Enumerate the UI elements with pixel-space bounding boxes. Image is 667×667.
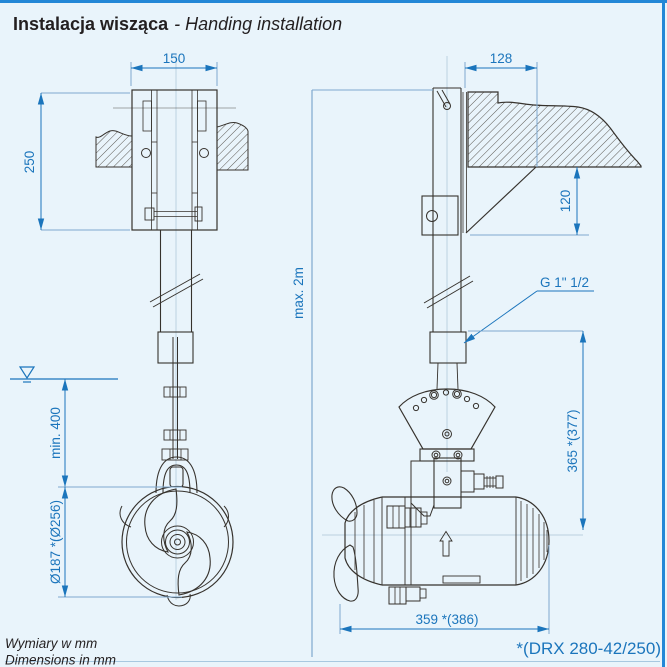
dim-text-min-400: min. 400 bbox=[48, 407, 63, 459]
propeller-hub bbox=[161, 525, 194, 559]
wall-brace bbox=[465, 166, 537, 234]
page-title-product: Instalacja wisząca bbox=[13, 14, 169, 34]
dim-text-359: 359 *(386) bbox=[415, 612, 478, 627]
side-wall-section bbox=[467, 91, 642, 168]
bracket-hole bbox=[420, 396, 428, 404]
motor-fin bbox=[223, 505, 229, 528]
bracket-bolt-hole bbox=[199, 148, 209, 158]
variant-note: *(DRX 280-42/250) bbox=[516, 639, 661, 658]
propeller-blade bbox=[144, 488, 178, 553]
rail-block bbox=[421, 195, 459, 236]
rail-hook bbox=[441, 89, 451, 105]
dim-text-max-2m: max. 2m bbox=[291, 267, 306, 319]
motor-fin bbox=[166, 593, 191, 607]
bracket-hole bbox=[412, 404, 420, 412]
water-level-symbol bbox=[10, 366, 118, 383]
front-guide-pole bbox=[149, 230, 204, 332]
motor-fin bbox=[119, 505, 132, 528]
rail-hook bbox=[436, 90, 447, 108]
side-propeller bbox=[331, 486, 359, 602]
motor-rear-cap bbox=[515, 496, 550, 586]
thread-leader-line bbox=[463, 290, 538, 344]
cable-gland bbox=[405, 586, 421, 602]
bracket-center-hole bbox=[442, 429, 452, 439]
footer-units-pl: Wymiary w mm bbox=[5, 636, 97, 651]
bracket-hole bbox=[430, 391, 438, 399]
cable-gland bbox=[388, 586, 407, 605]
dim-text-propeller-diameter: Ø187 *(Ø256) bbox=[48, 500, 63, 584]
motor-body bbox=[344, 496, 550, 605]
front-wall-section-right bbox=[216, 122, 249, 171]
cable-gland bbox=[386, 505, 406, 529]
pipe-break-symbol bbox=[423, 275, 471, 304]
rail-hook-pin bbox=[443, 102, 451, 110]
rotation-arrow bbox=[439, 530, 453, 557]
side-coupling bbox=[429, 331, 467, 364]
motor-nose-cone bbox=[344, 496, 383, 586]
pipe-break-symbol bbox=[152, 278, 204, 308]
dim-text-128: 128 bbox=[490, 51, 513, 66]
front-suspension-bar bbox=[161, 337, 189, 461]
bracket-hole bbox=[453, 390, 461, 398]
pipe-break-symbol bbox=[426, 280, 474, 309]
side-guide-rail bbox=[421, 87, 537, 332]
front-propeller bbox=[119, 485, 234, 607]
bracket-bolt-hole bbox=[141, 148, 151, 158]
bracket-hole bbox=[442, 389, 450, 396]
dim-text-365: 365 *(377) bbox=[565, 409, 580, 472]
adjustment-bracket bbox=[398, 388, 496, 462]
name-plate bbox=[442, 575, 481, 584]
front-view bbox=[95, 54, 249, 607]
front-dimensions bbox=[10, 62, 218, 598]
side-view bbox=[322, 56, 642, 605]
propeller-blade bbox=[331, 486, 358, 522]
dim-text-120: 120 bbox=[558, 190, 573, 213]
footer-units-en: Dimensions in mm bbox=[5, 653, 116, 667]
propeller-blade bbox=[333, 544, 359, 602]
side-dimensions bbox=[311, 62, 594, 657]
bracket-hole bbox=[463, 395, 471, 403]
page-title: Instalacja wisząca- Handing installation bbox=[13, 14, 342, 34]
propeller-blade bbox=[177, 531, 211, 596]
thread-label: G 1" 1/2 bbox=[540, 275, 589, 290]
pipe-break-symbol bbox=[149, 273, 201, 303]
rail-block-hole bbox=[426, 210, 438, 222]
front-coupling bbox=[157, 331, 194, 364]
bracket-hole bbox=[472, 402, 480, 410]
page-title-subtitle: - Handing installation bbox=[174, 14, 342, 34]
front-wall-section-left bbox=[95, 130, 133, 168]
motor-clamp bbox=[410, 457, 504, 517]
dim-text-150: 150 bbox=[163, 51, 186, 66]
dim-text-250: 250 bbox=[22, 151, 37, 174]
